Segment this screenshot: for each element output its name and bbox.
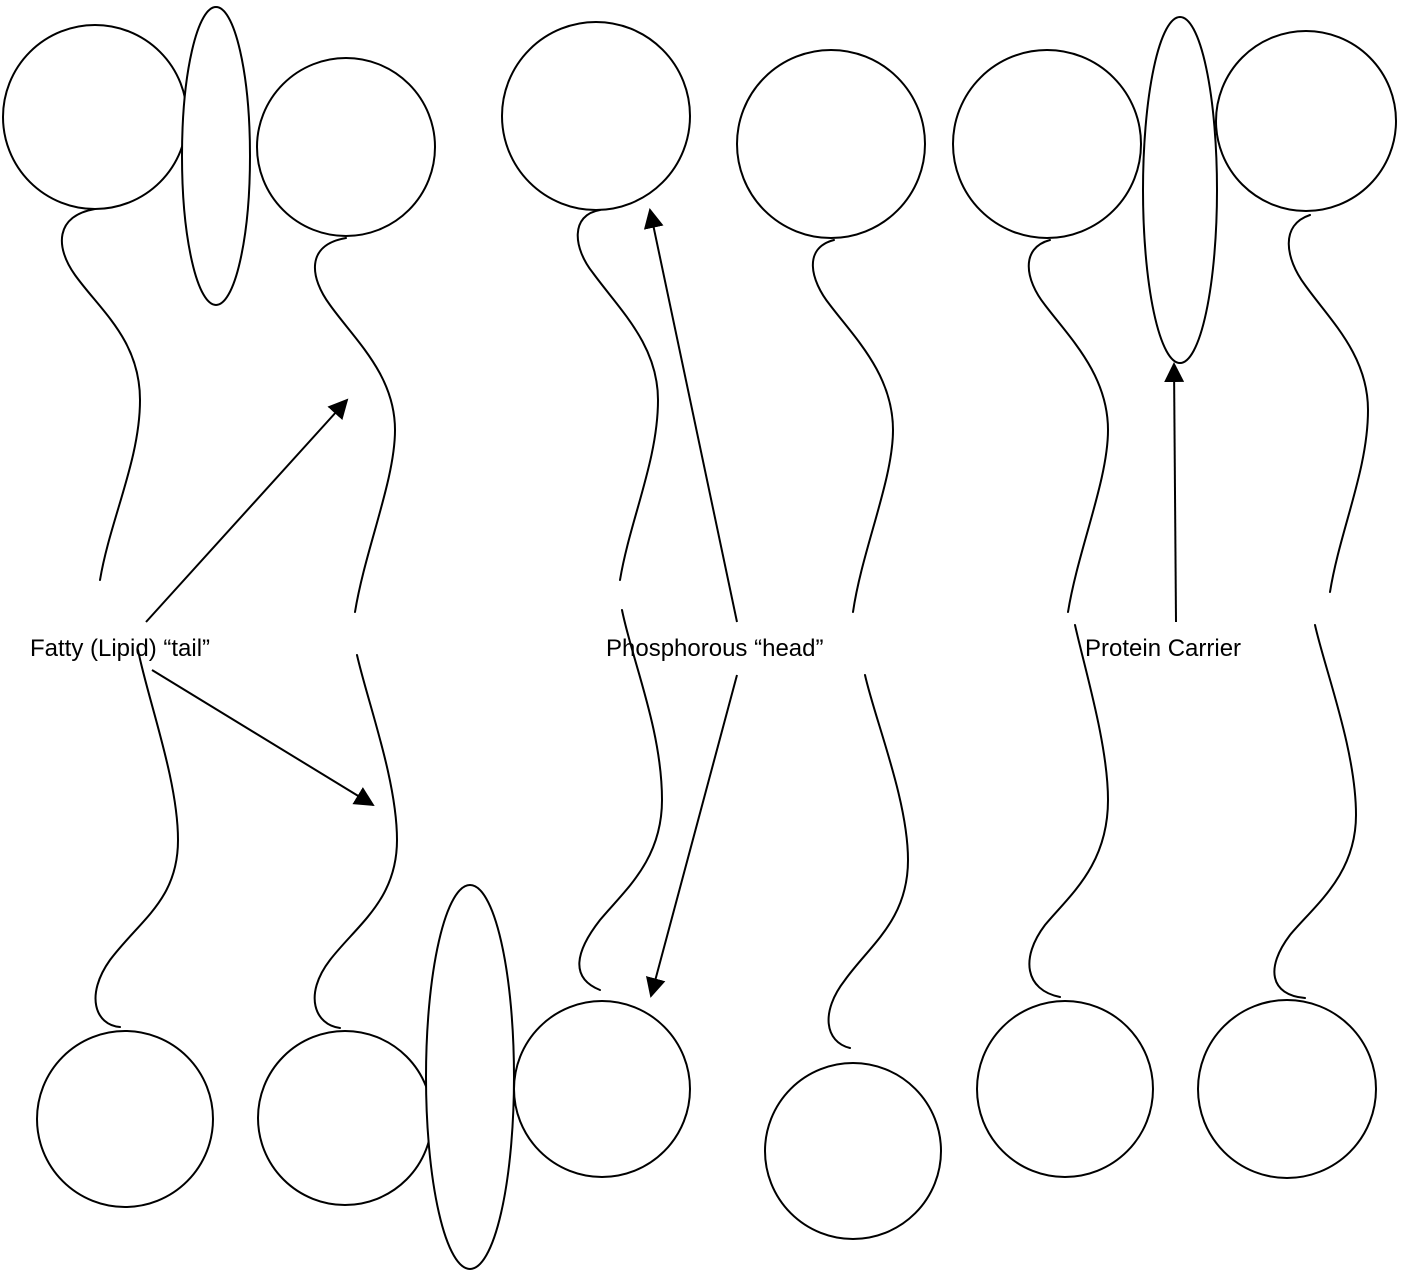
protein-carrier-bottom bbox=[425, 884, 515, 1270]
top-tail-4 bbox=[811, 239, 895, 613]
top-tail-5 bbox=[1027, 239, 1110, 613]
bottom-tail-2 bbox=[313, 654, 399, 1029]
top-head-6 bbox=[1215, 30, 1397, 212]
bottom-head-5 bbox=[976, 1000, 1154, 1178]
arrow-head-lower bbox=[645, 674, 738, 998]
label-phosphorous-head: Phosphorous “head” bbox=[606, 635, 823, 662]
arrow-head-upper bbox=[643, 208, 738, 623]
top-tail-2 bbox=[313, 237, 397, 613]
arrow-tail-upper bbox=[145, 398, 349, 623]
bottom-head-2 bbox=[257, 1030, 433, 1206]
top-head-1 bbox=[2, 24, 188, 210]
top-head-4 bbox=[736, 49, 926, 239]
top-head-2 bbox=[256, 57, 436, 237]
top-tail-6 bbox=[1287, 214, 1370, 593]
bottom-head-1 bbox=[36, 1030, 214, 1208]
label-protein-carrier: Protein Carrier bbox=[1085, 635, 1241, 662]
arrow-tail-lower bbox=[151, 669, 375, 807]
bottom-tail-1 bbox=[94, 649, 180, 1028]
bottom-head-3 bbox=[513, 1000, 691, 1178]
top-head-3 bbox=[501, 21, 691, 211]
label-lipid-tail: Fatty (Lipid) “tail” bbox=[30, 635, 210, 662]
bottom-tail-4 bbox=[827, 674, 910, 1049]
top-head-5 bbox=[952, 49, 1142, 239]
bottom-tail-6 bbox=[1273, 624, 1358, 999]
protein-carrier-top-left bbox=[181, 6, 251, 306]
bottom-head-4 bbox=[764, 1062, 942, 1240]
top-tail-3 bbox=[576, 209, 660, 581]
top-tail-1 bbox=[61, 208, 142, 581]
arrow-protein-carrier bbox=[1164, 362, 1185, 623]
protein-carrier-top-right bbox=[1142, 16, 1218, 364]
bottom-tail-5 bbox=[1028, 624, 1110, 998]
bottom-head-6 bbox=[1197, 999, 1377, 1179]
bottom-tail-3 bbox=[578, 609, 664, 991]
